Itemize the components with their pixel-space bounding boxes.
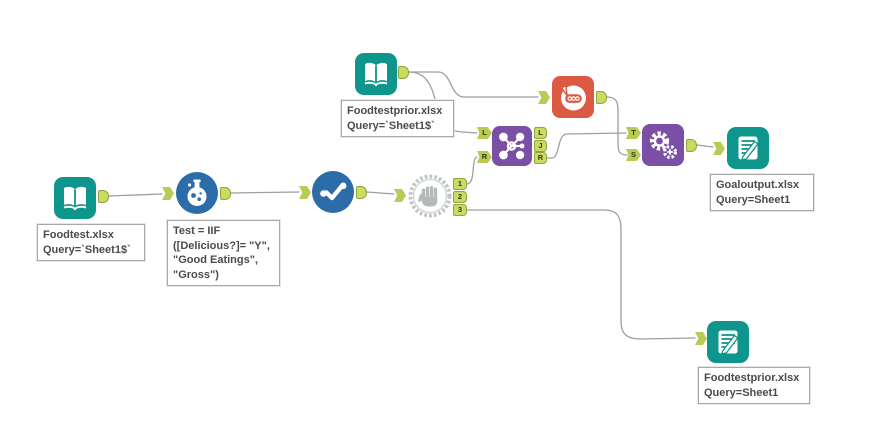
wire-join-r-to-append-t bbox=[546, 132, 627, 159]
append-fields-input-anchor-s[interactable]: S bbox=[626, 149, 641, 161]
formula-output-anchor[interactable] bbox=[220, 187, 231, 200]
input-data-tool-foodtestprior[interactable] bbox=[355, 53, 397, 95]
join-input-anchor-l[interactable]: L bbox=[477, 127, 492, 139]
sheet-pencil-icon bbox=[727, 127, 769, 169]
annotation-foodtestprior-input[interactable]: Foodtestprior.xlsx Query=`Sheet1$` bbox=[340, 99, 455, 138]
hand-macro-tool[interactable] bbox=[407, 173, 453, 219]
join-output-anchor-r[interactable]: R bbox=[534, 152, 547, 164]
hand-macro-output-anchor-2[interactable]: 2 bbox=[453, 191, 467, 203]
checkmark-dots-icon bbox=[312, 171, 354, 213]
output-data-tool-goaloutput[interactable] bbox=[727, 127, 769, 169]
hand-macro-output-anchor-3[interactable]: 3 bbox=[453, 204, 467, 216]
append-fields-input-anchor-t[interactable]: T bbox=[626, 127, 641, 139]
input-foodtest-output-anchor[interactable] bbox=[98, 190, 109, 203]
annotation-foodtest[interactable]: Foodtest.xlsx Query=`Sheet1$` bbox=[36, 223, 146, 262]
wire-hand1-to-join-r bbox=[466, 156, 478, 185]
gears-icon bbox=[642, 124, 684, 166]
count-records-input-anchor[interactable] bbox=[538, 91, 550, 104]
formula-input-anchor[interactable] bbox=[162, 187, 174, 200]
annotation-goaloutput[interactable]: Goaloutput.xlsx Query=Sheet1 bbox=[709, 173, 815, 212]
hand-macro-input-anchor[interactable] bbox=[394, 189, 406, 202]
join-tool[interactable] bbox=[492, 126, 532, 166]
wire-input-foodtest-to-formula bbox=[108, 193, 163, 197]
append-fields-output-anchor[interactable] bbox=[686, 139, 697, 152]
output-foodtestprior-input-anchor[interactable] bbox=[695, 332, 707, 345]
annotation-formula[interactable]: Test = IIF ([Delicious?]= "Y", "Good Eat… bbox=[166, 219, 281, 287]
wire-count-to-append-s bbox=[606, 96, 628, 156]
annotation-foodtestprior-output[interactable]: Foodtestprior.xlsx Query=Sheet1 bbox=[697, 366, 811, 405]
join-input-anchor-r[interactable]: R bbox=[477, 151, 492, 163]
join-nodes-icon bbox=[492, 126, 532, 166]
wire-append-to-output-goal bbox=[696, 144, 714, 148]
hand-macro-output-anchor-1[interactable]: 1 bbox=[453, 178, 467, 190]
input-data-tool-foodtest[interactable] bbox=[54, 177, 96, 219]
append-fields-tool[interactable] bbox=[642, 124, 684, 166]
output-data-tool-foodtestprior[interactable] bbox=[707, 321, 749, 363]
flask-icon bbox=[176, 172, 218, 214]
open-book-icon bbox=[355, 53, 397, 95]
select-input-anchor[interactable] bbox=[299, 186, 311, 199]
input-foodtestprior-output-anchor[interactable] bbox=[398, 66, 409, 79]
output-goaloutput-input-anchor[interactable] bbox=[713, 142, 725, 155]
join-output-anchor-l[interactable]: L bbox=[534, 127, 547, 139]
hand-gear-icon bbox=[408, 174, 452, 218]
formula-tool[interactable] bbox=[176, 172, 218, 214]
sheet-pencil-icon bbox=[707, 321, 749, 363]
count-records-tool[interactable] bbox=[552, 76, 594, 118]
select-output-anchor[interactable] bbox=[356, 186, 367, 199]
hand-glyph bbox=[418, 186, 438, 207]
count-records-output-anchor[interactable] bbox=[596, 91, 607, 104]
wire-input-foodtestprior-to-count bbox=[408, 71, 539, 98]
wire-hand3-to-output-foodtestprior bbox=[466, 209, 696, 340]
tilted-flask-icon bbox=[552, 76, 594, 118]
select-tool[interactable] bbox=[312, 171, 354, 213]
wire-formula-to-select bbox=[230, 191, 300, 194]
wire-select-to-hand-macro bbox=[366, 191, 395, 195]
join-output-anchor-j[interactable]: J bbox=[534, 140, 547, 152]
open-book-icon bbox=[54, 177, 96, 219]
